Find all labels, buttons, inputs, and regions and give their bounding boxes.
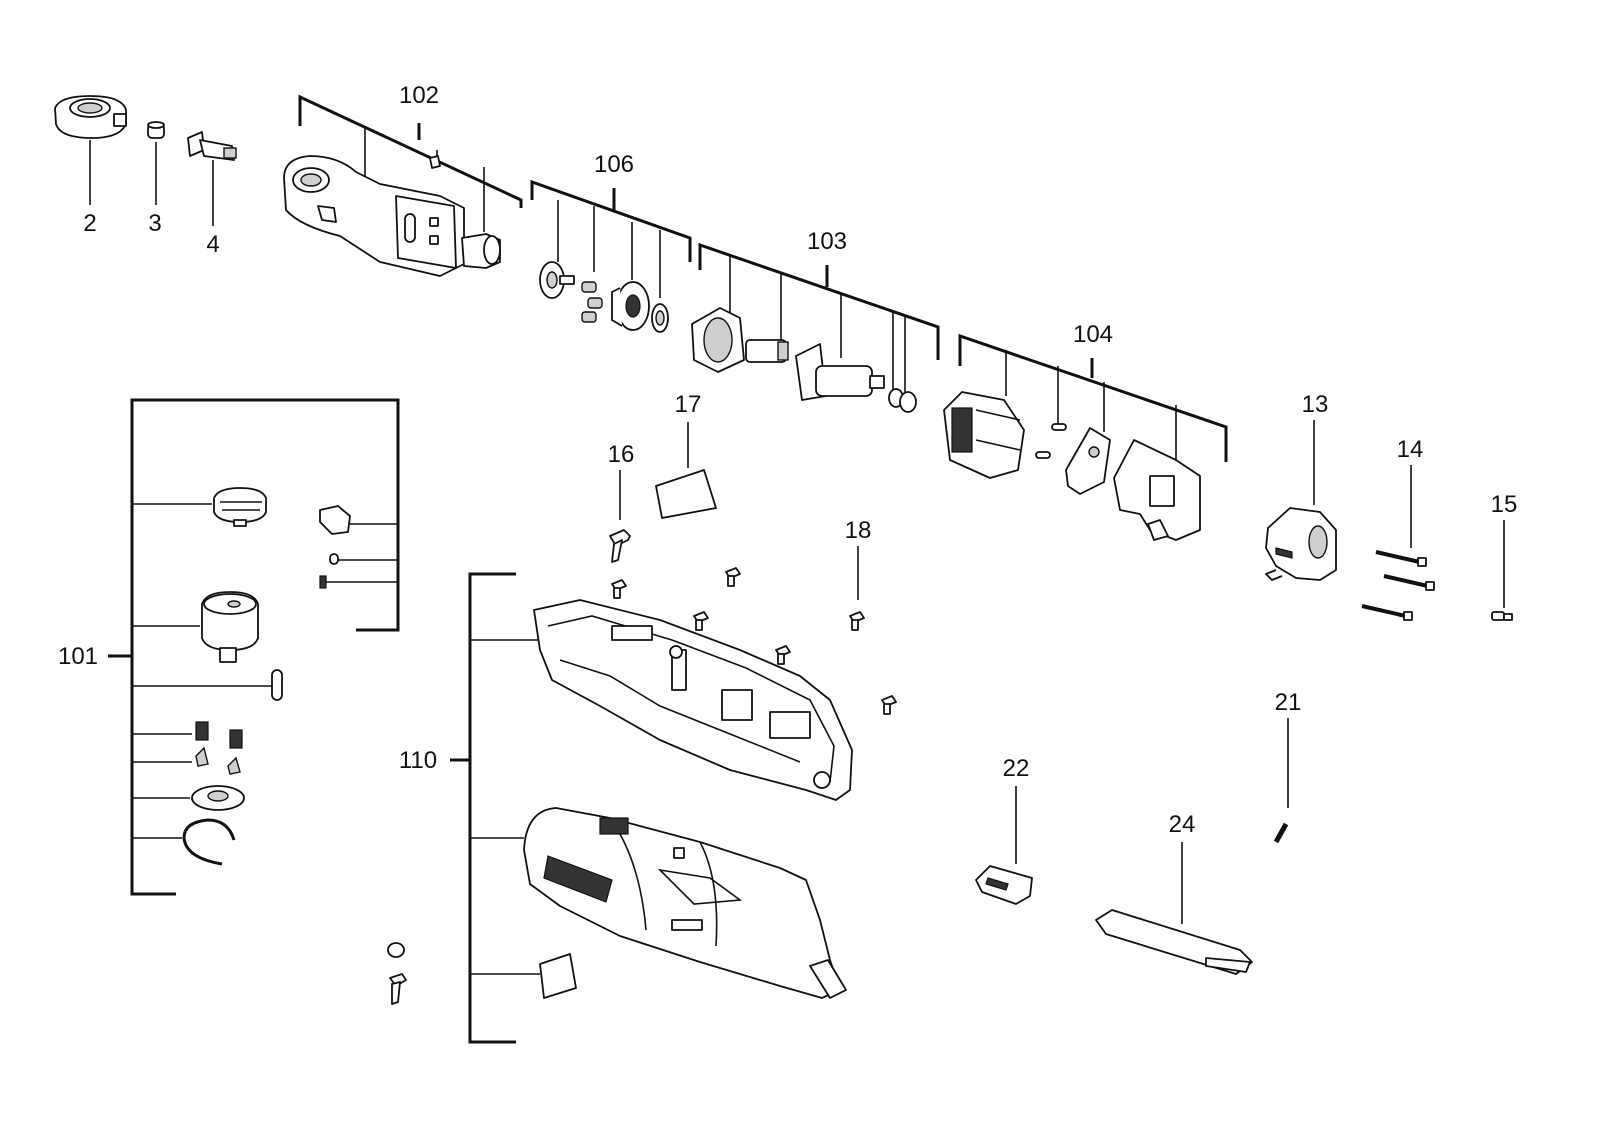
- part-101-circlip: [182, 818, 236, 866]
- part-2-ring: [54, 95, 127, 139]
- callout-24: 24: [1169, 811, 1196, 838]
- part-110-label: [539, 953, 577, 999]
- callout-101: 101: [58, 643, 98, 670]
- housing-icon: [523, 599, 853, 999]
- bracket-110: [468, 572, 516, 1044]
- bracket-102: [298, 94, 523, 208]
- callout-15: 15: [1491, 491, 1518, 518]
- callout-22: 22: [1003, 755, 1030, 782]
- part-101-pin: [271, 669, 283, 701]
- part-15-screw: [1491, 611, 1513, 621]
- part-4-anvil: [187, 131, 237, 161]
- part-21-pin: [1273, 822, 1289, 844]
- gear-icon: [539, 261, 669, 333]
- callout-21: 21: [1275, 689, 1302, 716]
- callout-4: 4: [206, 231, 219, 258]
- part-101-washer: [191, 785, 245, 811]
- part-101-spring-a: [319, 575, 327, 589]
- callout-18: 18: [845, 517, 872, 544]
- part-18-screws: [611, 567, 897, 715]
- callout-104: 104: [1073, 321, 1113, 348]
- callout-110: 110: [399, 747, 437, 774]
- motor-icon: [691, 307, 917, 413]
- bracket-106: [530, 179, 692, 262]
- callout-106: 106: [594, 151, 634, 178]
- part-110-screw: [387, 942, 407, 1005]
- part-101-ball: [329, 553, 339, 565]
- part-101-pawl: [319, 505, 351, 535]
- part-16-screw: [609, 529, 631, 563]
- bracket-101: [130, 398, 400, 896]
- callout-16: 16: [608, 441, 635, 468]
- callout-103: 103: [807, 228, 847, 255]
- part-3-bushing: [147, 121, 165, 139]
- callout-3: 3: [148, 210, 161, 237]
- bracket-103: [698, 242, 940, 360]
- callout-2: 2: [83, 210, 96, 237]
- part-101-springs: [195, 721, 243, 775]
- ratchet-head-icon: [283, 155, 501, 277]
- electronics-icon: [943, 391, 1201, 541]
- part-14-screws: [1361, 550, 1435, 621]
- bracket-104: [958, 333, 1228, 462]
- part-22-clip: [975, 865, 1033, 905]
- part-101-socket: [201, 591, 259, 663]
- callout-13: 13: [1302, 391, 1329, 418]
- part-24-belt-clip: [1095, 909, 1253, 975]
- callout-17: 17: [675, 391, 702, 418]
- part-17-label: [655, 469, 717, 519]
- part-101-knob: [213, 487, 267, 527]
- callout-102: 102: [399, 82, 439, 109]
- part-13-end-cap: [1265, 507, 1337, 581]
- callout-14: 14: [1397, 436, 1424, 463]
